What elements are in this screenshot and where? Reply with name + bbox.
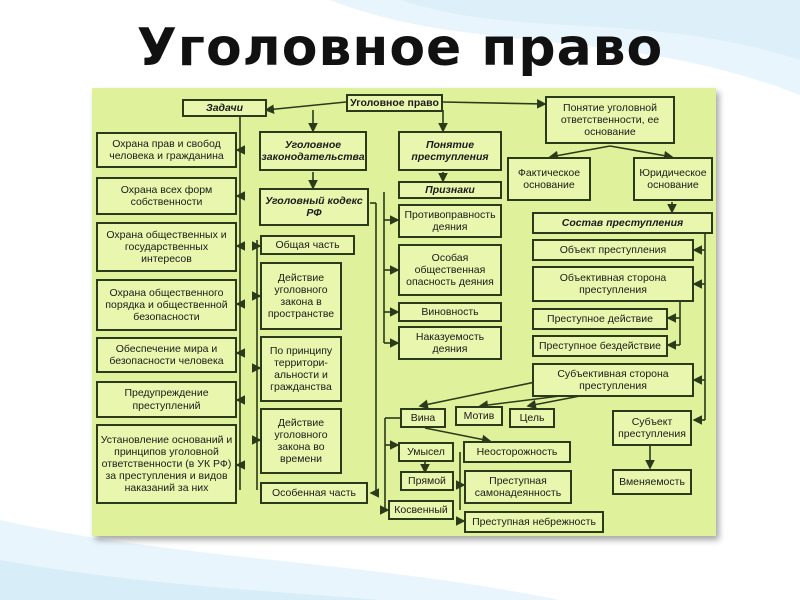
node-bezdeistvie: Преступное бездействие bbox=[532, 335, 668, 357]
node-osobennaya-chast: Особенная часть bbox=[260, 482, 368, 504]
node-vina: Вина bbox=[400, 408, 446, 428]
node-motiv: Мотив bbox=[455, 406, 503, 426]
node-subektivnaya: Субъективная сторона преступления bbox=[532, 363, 694, 397]
node-opasnost: Особая общественная опасность деяния bbox=[398, 244, 502, 296]
node-zadachi: Задачи bbox=[182, 99, 267, 117]
node-uk-rf: Уголовный кодекс РФ bbox=[259, 188, 369, 226]
node-umysel: Умысел bbox=[398, 442, 454, 462]
node-vremya: Действие уголовного закона во времени bbox=[260, 408, 342, 474]
node-nebrezhnost: Преступная небрежность bbox=[464, 511, 604, 533]
node-z1: Охрана прав и свобод человека и граждани… bbox=[96, 132, 237, 168]
node-sostav: Состав преступления bbox=[532, 212, 713, 234]
node-prostranstvo: Действие уголовного закона в пространств… bbox=[260, 262, 342, 330]
node-obekt: Объект преступления bbox=[532, 239, 694, 261]
page-title: Уголовное право bbox=[136, 18, 664, 78]
node-z2: Охрана всех форм собственности bbox=[96, 177, 237, 215]
node-vmenyaemost: Вменяемость bbox=[612, 469, 692, 495]
node-fakt-osnovanie: Фактическое основание bbox=[507, 157, 591, 201]
node-kosvenny: Косвенный bbox=[388, 500, 454, 520]
node-neostorozhnost: Неосторожность bbox=[463, 441, 571, 463]
node-deistvie: Преступное действие bbox=[532, 308, 668, 330]
node-samonadeyannost: Преступная самонадеянность bbox=[464, 470, 572, 504]
node-protivopravnost: Противоправность деяния bbox=[398, 204, 502, 238]
node-z4: Охрана общественного порядка и обществен… bbox=[96, 279, 237, 331]
node-obektivnaya: Объективная сторона преступления bbox=[532, 266, 694, 302]
node-ponyatie-prestupleniya: Понятие преступления bbox=[398, 131, 502, 171]
node-pryamoi: Прямой bbox=[400, 471, 454, 491]
node-cel: Цель bbox=[509, 408, 555, 428]
node-z6: Предупреждение преступлений bbox=[96, 381, 237, 418]
node-ponyatie-otvetstvennosti: Понятие уголовной ответственности, ее ос… bbox=[545, 96, 675, 144]
node-yurid-osnovanie: Юридическое основание bbox=[633, 157, 713, 201]
node-z3: Охрана общественных и государственных ин… bbox=[96, 222, 237, 272]
node-subekt: Субъект преступления bbox=[612, 410, 692, 446]
node-vinovnost: Виновность bbox=[398, 302, 502, 322]
node-priznaki: Признаки bbox=[398, 181, 502, 199]
node-zakonodatelstvo: Уголовное законодательства bbox=[259, 131, 367, 171]
node-z7: Установление оснований и принципов уголо… bbox=[96, 424, 237, 504]
node-princip: По принципу территори-альности и граждан… bbox=[260, 336, 342, 402]
node-nakazuemost: Наказуемость деяния bbox=[398, 326, 502, 360]
node-z5: Обеспечение мира и безопасности человека bbox=[96, 337, 237, 373]
node-root: Уголовное право bbox=[346, 94, 443, 112]
node-obshaya-chast: Общая часть bbox=[260, 235, 355, 255]
